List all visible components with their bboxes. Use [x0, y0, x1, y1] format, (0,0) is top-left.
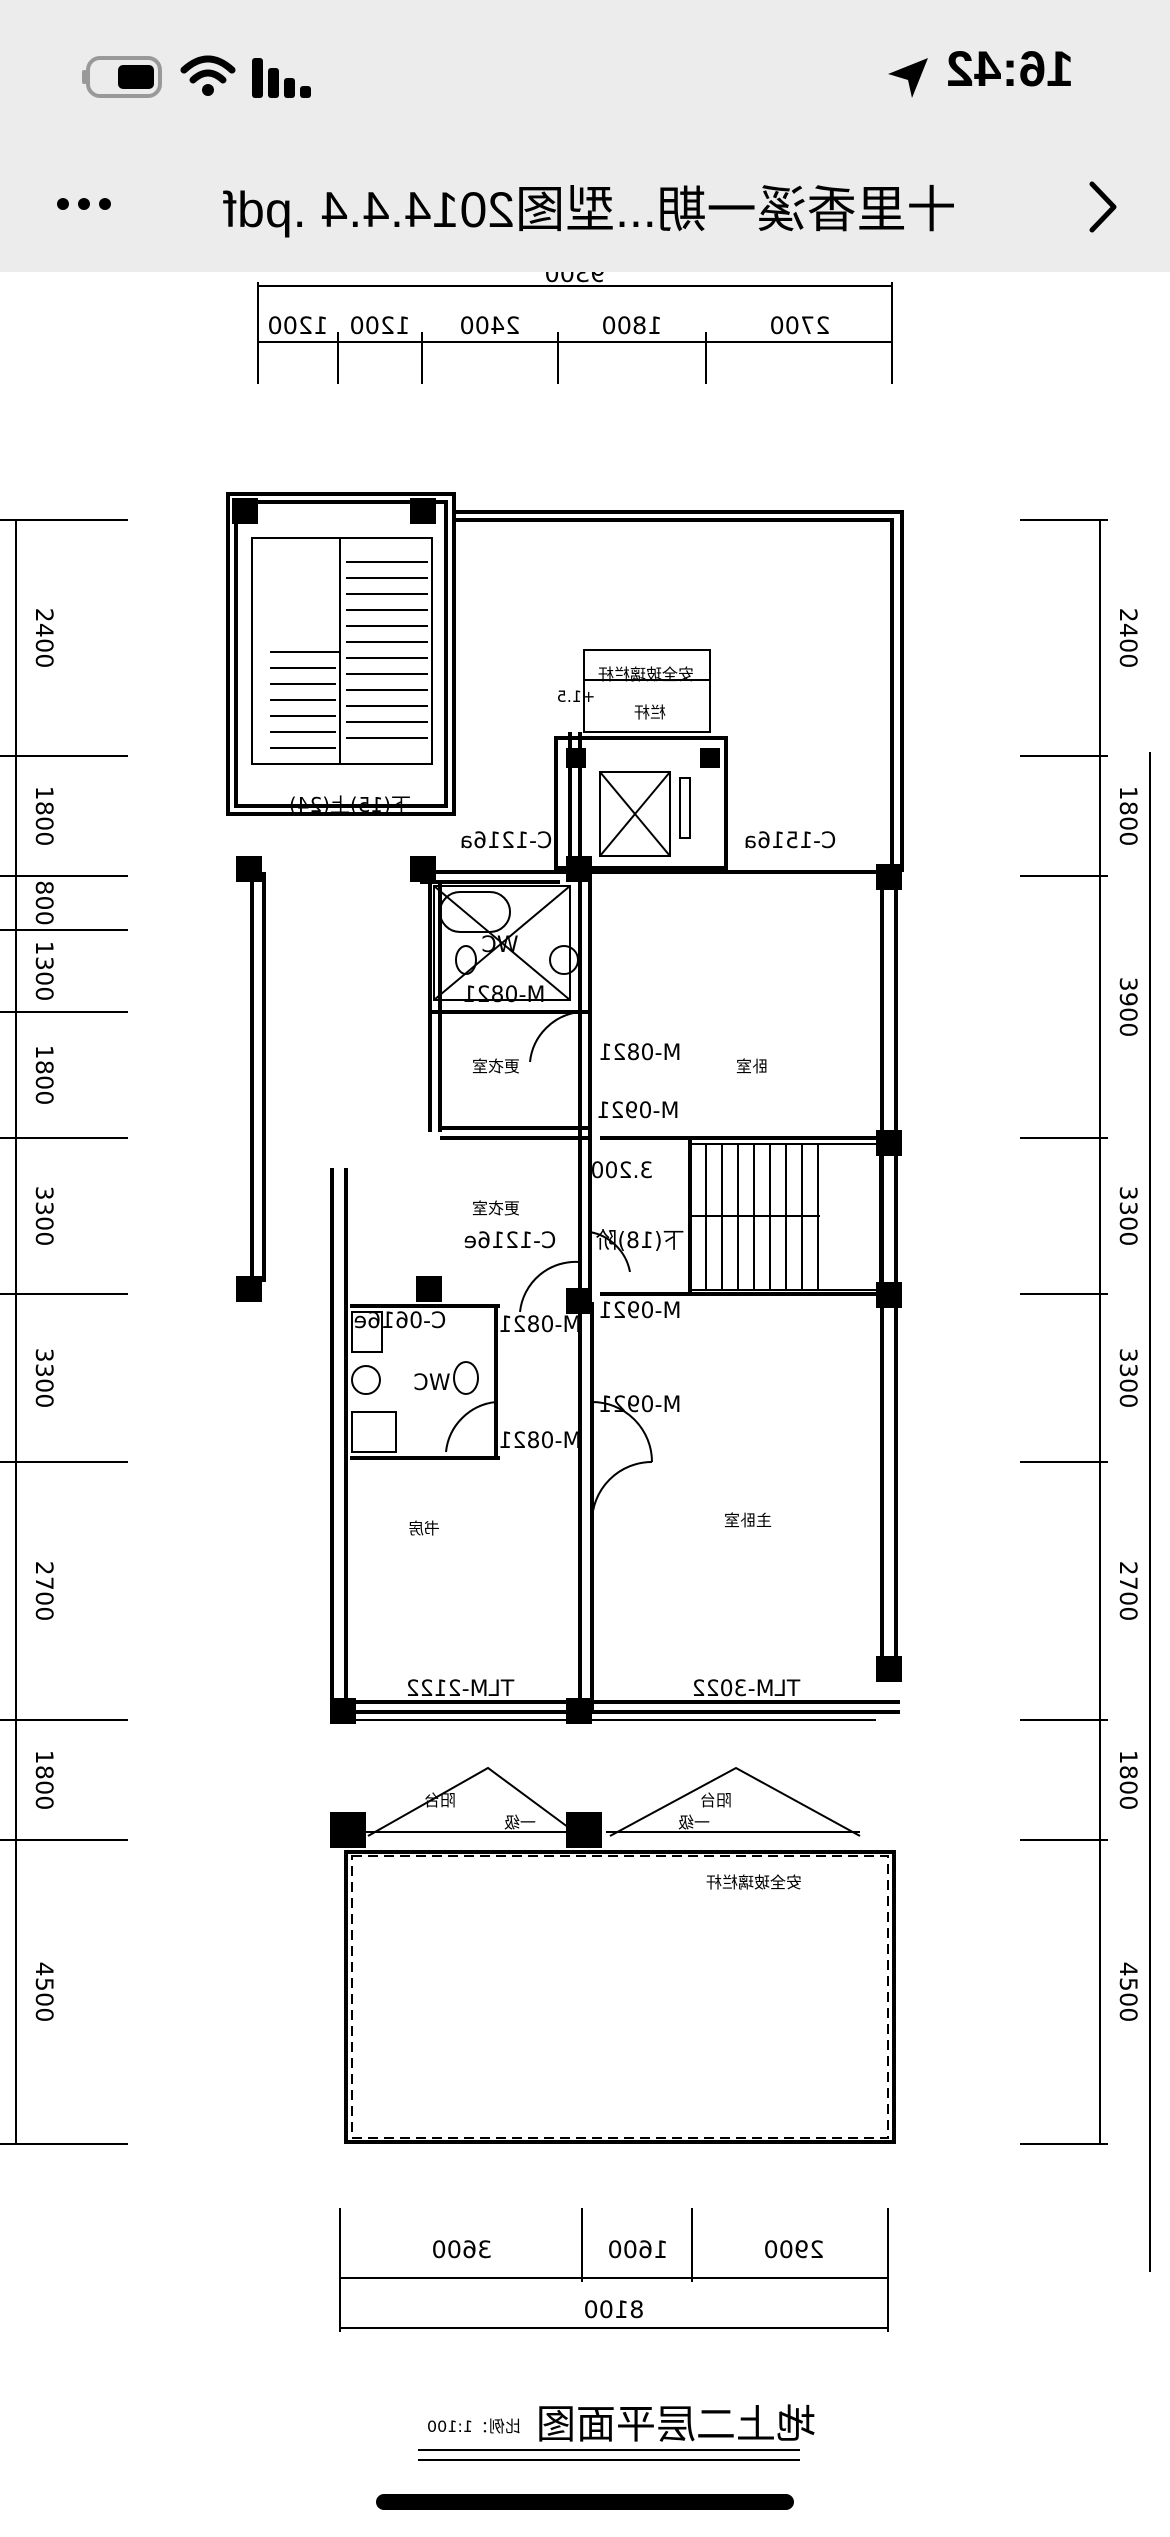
right-dim-8: 4500 — [1114, 1961, 1142, 2022]
label-step2: 一级 — [678, 1813, 710, 1832]
right-dim-3: 3900 — [1114, 976, 1142, 1037]
label-balcony2: 阳台 — [700, 1791, 732, 1810]
wifi-icon — [180, 54, 236, 103]
staircase-middle — [689, 1143, 881, 1291]
chevron-icon[interactable] — [1088, 180, 1118, 239]
label-closet1: 更衣室 — [472, 1057, 520, 1076]
left-dimension-chain — [0, 519, 128, 2145]
battery-icon — [82, 56, 162, 103]
signal-icon — [252, 58, 314, 103]
plan-title: 地上二层平面图 — [536, 2402, 816, 2448]
label-stair2: 下(18)阶 — [595, 1229, 684, 1254]
staircase-upper — [251, 537, 433, 765]
label-wc1: WC — [481, 933, 518, 958]
label-c0616e: C-0616e — [354, 1309, 447, 1334]
label-m0921b: M-0921 — [599, 1299, 682, 1324]
right-dim-6: 2700 — [1114, 1560, 1142, 1621]
left-dim-4: 1300 — [30, 940, 58, 1001]
left-dim-2: 1800 — [30, 785, 58, 846]
left-dim-7: 3300 — [30, 1347, 58, 1408]
app-header: 16:42 十里香溪一期...型图2014.4.4 .pdf — [0, 0, 1170, 272]
location-arrow-icon — [886, 56, 930, 105]
right-dim-4: 3300 — [1114, 1185, 1142, 1246]
top-dim-5: 1200 — [267, 312, 328, 340]
label-step1: 一级 — [504, 1813, 536, 1832]
bathroom-fixtures — [351, 885, 579, 1453]
left-dim-3: 800 — [30, 880, 58, 926]
exterior-walls — [226, 492, 904, 2144]
left-dim-1: 2400 — [30, 607, 58, 668]
label-closet2: 更衣室 — [472, 1199, 520, 1218]
right-dimension-chain — [1020, 519, 1151, 2272]
bottom-dim-2: 1600 — [607, 2236, 668, 2264]
label-wc2: WC — [413, 1371, 450, 1396]
top-dim-1: 2700 — [769, 312, 830, 340]
label-h3200: 3.200 — [591, 1159, 654, 1184]
left-dim-5: 1800 — [30, 1044, 58, 1105]
label-c1216a: C-1216a — [460, 829, 553, 854]
label-study: 书房 — [408, 1519, 440, 1538]
label-c1216e: C-1216e — [464, 1229, 557, 1254]
balcony-railings — [356, 1719, 876, 1837]
label-plus: +1.5 — [557, 687, 596, 706]
bottom-dim-1: 2900 — [763, 2236, 824, 2264]
elevator — [583, 649, 711, 857]
top-dim-2: 1800 — [601, 312, 662, 340]
right-dim-5: 3300 — [1114, 1347, 1142, 1408]
left-dim-10: 4500 — [30, 1961, 58, 2022]
label-m0821c: M-0821 — [499, 1313, 582, 1338]
left-dim-9: 1800 — [30, 1749, 58, 1810]
plan-scale: 比例：1:100 — [427, 2417, 521, 2436]
label-master: 主卧室 — [724, 1511, 772, 1530]
interior-walls — [350, 732, 900, 1712]
right-dim-1: 2400 — [1114, 607, 1142, 668]
label-tlm3022: TLM-3022 — [692, 1677, 802, 1702]
right-dim-7: 1800 — [1114, 1749, 1142, 1810]
label-m0821d: M-0821 — [499, 1429, 582, 1454]
door-swings — [445, 1011, 653, 1523]
top-dimension-chain — [257, 282, 893, 384]
left-dim-8: 2700 — [30, 1560, 58, 1621]
label-c1516a: C-1516a — [744, 829, 837, 854]
more-icon[interactable] — [56, 196, 112, 217]
label-safety1: 安全玻璃栏杆 — [598, 665, 694, 684]
floor-plan: 9300 2700 1800 2400 1200 1200 2400 1800 … — [0, 260, 1170, 2532]
bottom-dim-3: 3600 — [431, 2236, 492, 2264]
top-dim-partial: 9300 — [544, 272, 605, 288]
bottom-dim-total: 8100 — [583, 2296, 644, 2324]
label-tlm2122: TLM-2122 — [406, 1677, 516, 1702]
label-m0821a: M-0821 — [463, 983, 546, 1008]
right-dim-2: 1800 — [1114, 785, 1142, 846]
stair-label-upper: 下(15)上(24) — [289, 793, 411, 817]
label-safety2: 安全玻璃栏杆 — [706, 1873, 802, 1892]
label-railing: 栏杆 — [634, 703, 666, 722]
top-dim-3: 2400 — [459, 312, 520, 340]
left-dim-6: 3300 — [30, 1185, 58, 1246]
label-balcony1: 阳台 — [424, 1791, 456, 1810]
bottom-dimension-chain — [339, 2208, 889, 2332]
document-title: 十里香溪一期...型图2014.4.4 .pdf — [223, 182, 957, 238]
label-m0821b: M-0821 — [599, 1041, 682, 1066]
status-time: 16:42 — [946, 41, 1074, 97]
top-dim-4: 1200 — [349, 312, 410, 340]
label-m0921a: M-0921 — [597, 1099, 680, 1124]
label-m0921c: M-0921 — [599, 1393, 682, 1418]
label-bedroom: 卧室 — [736, 1057, 768, 1076]
home-indicator[interactable] — [376, 2494, 794, 2510]
